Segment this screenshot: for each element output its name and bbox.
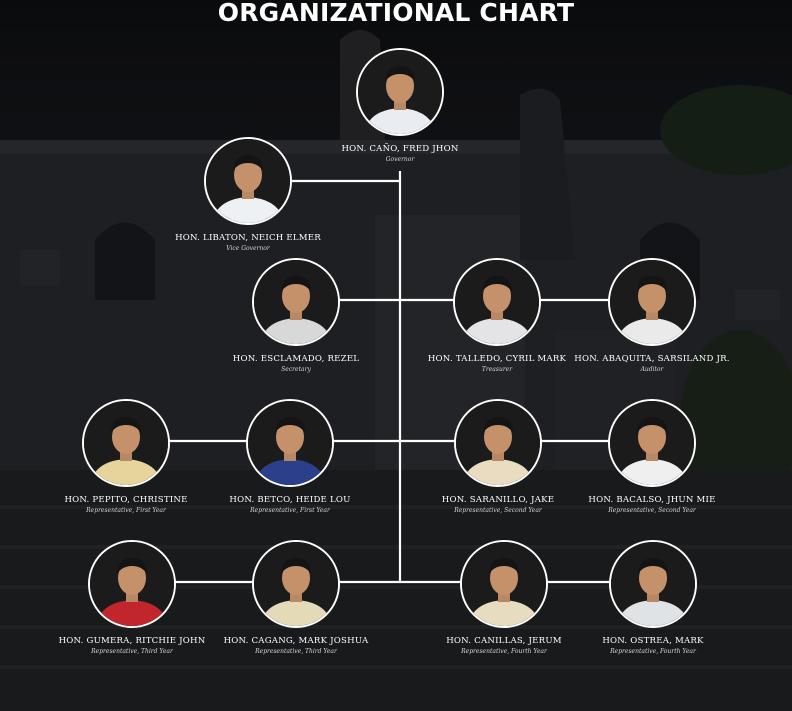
member-role: Treasurer [481, 366, 513, 373]
member-card: HON. PEPITO, CHRISTINE Representative, Fi… [26, 399, 226, 514]
member-avatar [252, 258, 340, 346]
member-avatar [454, 399, 542, 487]
member-role: Representative, Fourth Year [461, 648, 547, 655]
member-card: HON. GUMERA, RITCHIE JOHN Representative,… [32, 540, 232, 655]
member-avatar [608, 258, 696, 346]
member-card: HON. BACALSO, JHUN MIE Representative, Se… [552, 399, 752, 514]
person-photo-icon [206, 139, 290, 223]
person-photo-icon [358, 50, 442, 134]
member-name: HON. CAÑO, FRED JHON [341, 144, 459, 154]
member-avatar [82, 399, 170, 487]
person-photo-icon [462, 542, 546, 626]
member-card: HON. OSTREA, MARK Representative, Fourth … [553, 540, 753, 655]
member-role: Representative, First Year [250, 507, 330, 514]
member-card: HON. CAÑO, FRED JHON Governor [300, 48, 500, 163]
member-role: Representative, Third Year [255, 648, 337, 655]
member-name: HON. SARANILLO, JAKE [441, 495, 555, 505]
member-role: Representative, Third Year [91, 648, 173, 655]
member-role: Representative, Fourth Year [610, 648, 696, 655]
person-photo-icon [610, 260, 694, 344]
person-photo-icon [248, 401, 332, 485]
person-photo-icon [84, 401, 168, 485]
member-card: HON. CAGANG, MARK JOSHUA Representative, … [196, 540, 396, 655]
member-name: HON. CANILLAS, JERUM [446, 636, 562, 646]
member-role: Representative, Second Year [454, 507, 542, 514]
member-name: HON. OSTREA, MARK [602, 636, 704, 646]
person-photo-icon [254, 542, 338, 626]
member-card: HON. ESCLAMADO, REZEL Secretary [196, 258, 396, 373]
member-name: HON. PEPITO, CHRISTINE [64, 495, 188, 505]
member-name: HON. BETCO, HEIDE LOU [229, 495, 351, 505]
person-photo-icon [455, 260, 539, 344]
member-card: HON. CANILLAS, JERUM Representative, Four… [404, 540, 604, 655]
member-card: HON. BETCO, HEIDE LOU Representative, Fir… [190, 399, 390, 514]
member-name: HON. GUMERA, RITCHIE JOHN [58, 636, 206, 646]
member-name: HON. TALLEDO, CYRIL MARK [427, 354, 567, 364]
member-avatar [608, 399, 696, 487]
member-card: HON. TALLEDO, CYRIL MARK Treasurer [397, 258, 597, 373]
member-role: Representative, First Year [86, 507, 166, 514]
member-role: Governor [385, 156, 415, 163]
member-role: Representative, Second Year [608, 507, 696, 514]
person-photo-icon [456, 401, 540, 485]
member-avatar [609, 540, 697, 628]
member-card: HON. SARANILLO, JAKE Representative, Seco… [398, 399, 598, 514]
member-avatar [460, 540, 548, 628]
member-avatar [453, 258, 541, 346]
page-title: ORGANIZATIONAL CHART [217, 0, 575, 27]
member-avatar [252, 540, 340, 628]
member-role: Vice Governor [226, 245, 270, 252]
member-name: HON. ESCLAMADO, REZEL [232, 354, 360, 364]
member-name: HON. BACALSO, JHUN MIE [588, 495, 716, 505]
member-avatar [88, 540, 176, 628]
person-photo-icon [90, 542, 174, 626]
member-avatar [356, 48, 444, 136]
person-photo-icon [610, 401, 694, 485]
member-name: HON. CAGANG, MARK JOSHUA [223, 636, 369, 646]
member-role: Auditor [640, 366, 664, 373]
member-role: Secretary [281, 366, 311, 373]
member-avatar [246, 399, 334, 487]
person-photo-icon [254, 260, 338, 344]
member-name: HON. LIBATON, NEICH ELMER [175, 233, 321, 243]
member-name: HON. ABAQUITA, SARSILAND JR. [574, 354, 730, 364]
member-card: HON. ABAQUITA, SARSILAND JR. Auditor [552, 258, 752, 373]
person-photo-icon [611, 542, 695, 626]
member-avatar [204, 137, 292, 225]
member-card: HON. LIBATON, NEICH ELMER Vice Governor [148, 137, 348, 252]
